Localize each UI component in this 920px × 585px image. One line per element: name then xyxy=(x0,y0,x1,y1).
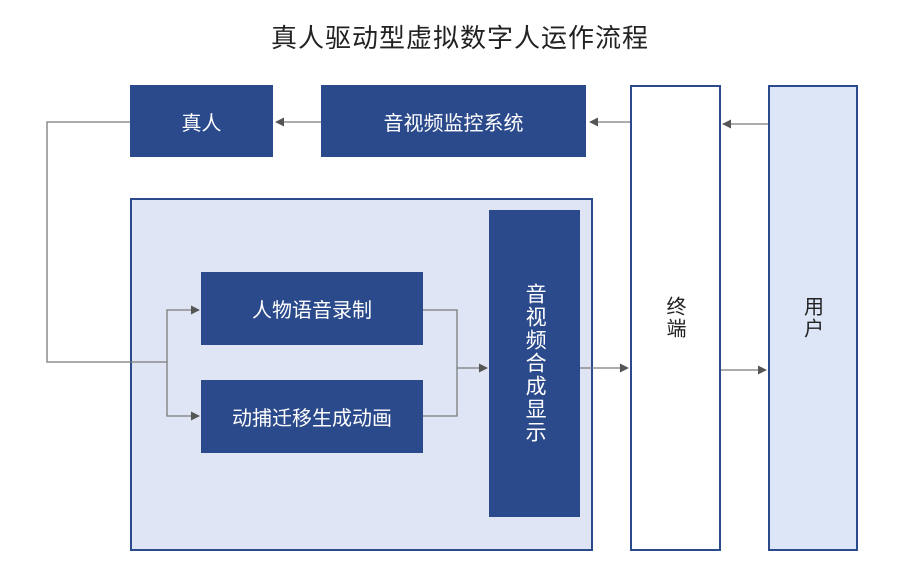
node-mocap-animation: 动捕迁移生成动画 xyxy=(201,380,423,453)
node-terminal-label: 终端 xyxy=(663,296,687,340)
node-mocap-animation-label: 动捕迁移生成动画 xyxy=(232,406,392,430)
node-terminal: 终端 xyxy=(630,85,721,551)
node-av-synthesis-label: 音视频合成显示 xyxy=(523,283,548,444)
node-voice-recording-label: 人物语音录制 xyxy=(252,298,372,322)
node-real-person-label: 真人 xyxy=(181,110,222,135)
node-av-monitor: 音视频监控系统 xyxy=(321,85,586,157)
node-av-synthesis: 音视频合成显示 xyxy=(489,210,580,517)
edge-branch-to-recording xyxy=(166,305,200,362)
node-real-person: 真人 xyxy=(130,85,273,157)
node-voice-recording: 人物语音录制 xyxy=(201,272,423,345)
diagram-title: 真人驱动型虚拟数字人运作流程 xyxy=(270,24,649,54)
node-user-label: 用户 xyxy=(800,296,825,340)
edge-mocap-to-synthesis xyxy=(423,368,458,417)
edge-branch-to-mocap xyxy=(166,362,200,421)
node-av-monitor-label: 音视频监控系统 xyxy=(383,110,524,135)
node-user: 用户 xyxy=(768,85,858,551)
edge-recording-to-synthesis xyxy=(423,309,458,368)
edge-real-person-to-production xyxy=(46,121,167,363)
